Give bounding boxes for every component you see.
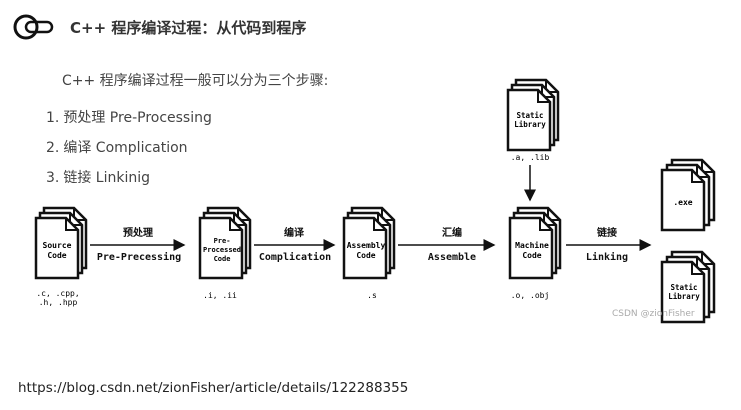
static-lib-out-label-1: Static	[670, 283, 697, 292]
page-title: C++ 程序编译过程：从代码到程序	[70, 18, 307, 37]
step-number: 2.	[46, 140, 60, 156]
preprocessed-code-doc: Pre- Processed Code .i, .ii	[198, 206, 252, 300]
arrow-label-cn-preprocess: 预处理	[123, 226, 153, 239]
arrow-label-en-compile: Complication	[259, 251, 331, 263]
source-ext-1: .c, .cpp,	[36, 289, 79, 298]
machine-label-1: Machine	[515, 240, 549, 250]
step-item: 2.编译 Complication	[46, 138, 216, 168]
static-lib-top-label-2: Library	[514, 120, 546, 129]
assembly-ext: .s	[367, 291, 377, 300]
static-library-input-doc: Static Library .a, .lib	[506, 78, 560, 162]
arrow-label-en-link: Linking	[586, 251, 628, 263]
step-number: 1.	[46, 110, 60, 126]
arrow-label-cn-link: 链接	[596, 226, 617, 239]
exe-label: .exe	[673, 198, 692, 207]
step-item: 1.预处理 Pre-Processing	[46, 108, 216, 138]
arrow-label-cn-compile: 编译	[284, 226, 305, 239]
machine-label-2: Code	[522, 251, 541, 260]
arrow-label-en-assemble: Assemble	[428, 252, 476, 263]
step-item: 3.链接 Linkinig	[46, 168, 216, 198]
static-lib-out-label-2: Library	[668, 292, 700, 301]
static-library-output-doc: Static Library	[660, 250, 716, 324]
static-lib-top-ext: .a, .lib	[511, 153, 550, 162]
intro-text: C++ 程序编译过程一般可以分为三个步骤:	[62, 73, 329, 89]
preprocessed-label-3: Code	[214, 255, 231, 263]
assembly-label-2: Code	[356, 251, 375, 260]
arrow-label-cn-assemble: 汇编	[442, 226, 462, 239]
source-label-1: Source	[43, 241, 72, 250]
assembly-code-doc: Assembly Code .s	[342, 206, 396, 300]
arrow-label-en-preprocess: Pre-Precessing	[97, 251, 181, 263]
preprocessed-label-2: Processed	[203, 246, 241, 254]
preprocessed-label-1: Pre-	[214, 237, 231, 245]
assembly-label-1: Assembly	[347, 241, 386, 250]
step-number: 3.	[46, 170, 60, 186]
step-text: 链接 Linkinig	[63, 170, 151, 186]
machine-ext: .o, .obj	[511, 291, 550, 300]
steps-list: 1.预处理 Pre-Processing 2.编译 Complication 3…	[46, 108, 216, 198]
step-text: 预处理 Pre-Processing	[63, 110, 212, 126]
source-code-doc: Source Code .c, .cpp, .h, .hpp	[34, 206, 88, 307]
preprocessed-ext: .i, .ii	[203, 291, 237, 300]
step-text: 编译 Complication	[63, 140, 188, 156]
csdn-watermark: CSDN @zionFisher	[612, 309, 695, 319]
source-ext-2: .h, .hpp	[39, 298, 78, 307]
static-lib-top-label-1: Static	[516, 111, 543, 120]
title-row: C++ 程序编译过程：从代码到程序	[12, 12, 306, 42]
ring-bullet-icon	[13, 14, 54, 40]
machine-code-doc: Machine Code .o, .obj	[508, 206, 562, 300]
source-url[interactable]: https://blog.csdn.net/zionFisher/article…	[18, 380, 409, 396]
exe-output-doc: .exe	[660, 158, 716, 232]
source-label-2: Code	[47, 251, 66, 260]
